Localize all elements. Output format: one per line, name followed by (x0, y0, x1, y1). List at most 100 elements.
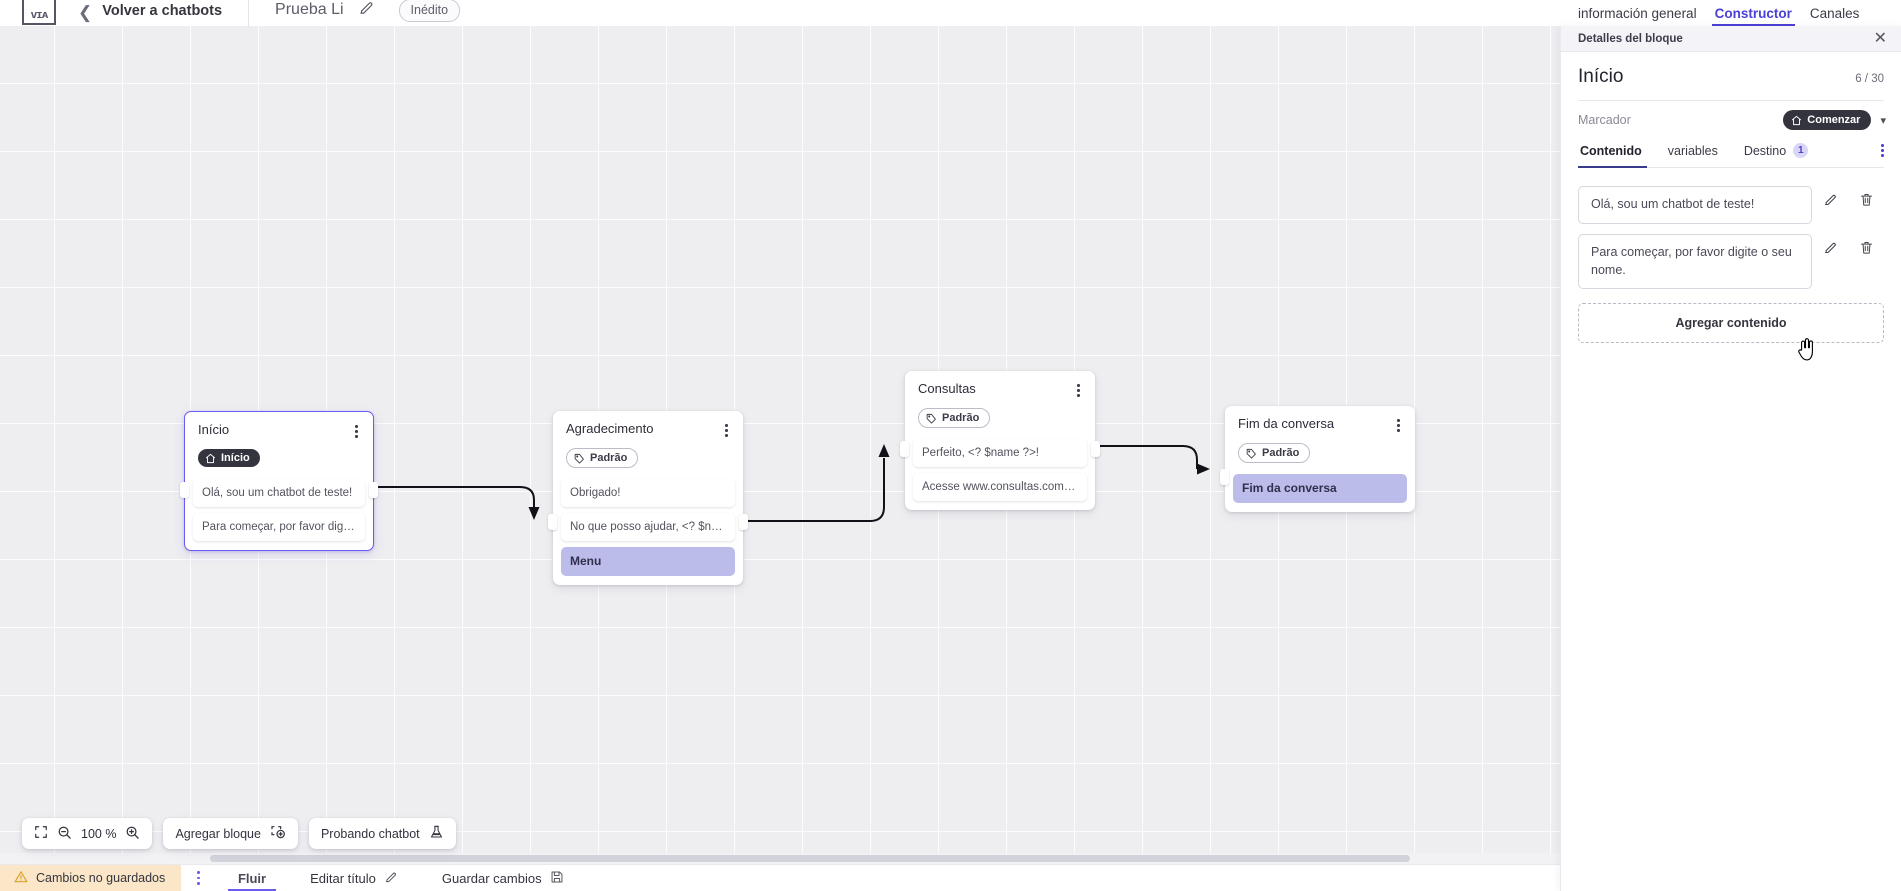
flow-edges (375, 444, 1210, 522)
tab-variables[interactable]: variables (1655, 144, 1731, 167)
status-bar: Cambios no guardados Fluir Editar título… (0, 864, 1561, 891)
edit-title-button[interactable]: Editar título (288, 865, 420, 891)
brand-logo-text: VIA (30, 10, 49, 21)
kebab-menu-icon[interactable] (722, 422, 731, 439)
node-message[interactable]: Obrigado! (561, 478, 735, 507)
chatbot-name: Prueba Li (275, 1, 344, 18)
tab-fluir[interactable]: Fluir (216, 865, 288, 891)
trash-icon[interactable] (1848, 192, 1884, 207)
add-content-button[interactable]: Agregar contenido (1578, 303, 1884, 344)
node-header: Consultas Padrão (905, 371, 1095, 439)
brand-logo-icon[interactable]: VIA (22, 0, 56, 25)
horizontal-scrollbar[interactable] (0, 853, 1561, 864)
canvas-toolbar: 100 % Agregar bloque Probando chatbot (22, 818, 456, 849)
panel-block-title: Início (1578, 66, 1624, 87)
zoom-in-icon[interactable] (125, 825, 140, 843)
status-badge: Inédito (398, 0, 461, 22)
node-badge: Início (198, 449, 260, 468)
tab-destino-label: Destino (1743, 143, 1787, 158)
node-title: Fim da conversa (1238, 416, 1335, 431)
test-chatbot-label: Probando chatbot (320, 826, 420, 841)
pencil-icon[interactable] (1812, 240, 1848, 255)
kebab-menu-icon[interactable] (352, 423, 361, 440)
node-message[interactable]: Para começar, por favor digite o ... (193, 512, 365, 542)
flow-node-inicio[interactable]: Início Início Olá, sou um chatbot de tes… (180, 411, 378, 552)
panel-header-title: Detalles del bloque (1578, 32, 1683, 45)
tab-fluir-label: Fluir (237, 870, 267, 886)
floppy-save-icon (550, 870, 564, 887)
node-message[interactable]: Perfeito, <? $name ?>! (913, 438, 1087, 467)
zoom-out-icon[interactable] (57, 825, 72, 843)
node-header: Fim da conversa Padrão (1225, 406, 1415, 474)
node-message[interactable]: Olá, sou um chatbot de teste! (193, 478, 365, 507)
node-port-out[interactable] (739, 514, 748, 530)
fit-screen-icon[interactable] (34, 825, 48, 842)
back-to-chatbots-link[interactable]: Volver a chatbots (102, 3, 223, 19)
kebab-menu-icon[interactable] (181, 865, 216, 891)
panel-marker-row: Marcador Comenzar ▾ (1561, 101, 1901, 130)
chevron-down-icon[interactable]: ▾ (1880, 114, 1886, 127)
tab-contenido-label: Contenido (1580, 143, 1642, 158)
edge-consultas-fim (1095, 445, 1198, 469)
zoom-controls: 100 % (22, 818, 153, 849)
flow-node-agradecimento[interactable]: Agradecimento Padrão Obrigado! No que po… (548, 411, 748, 586)
node-badge: Padrão (918, 408, 991, 429)
node-menu-item[interactable]: Menu (561, 547, 735, 577)
top-tabs: información general Constructor Canales (1561, 0, 1901, 26)
pencil-icon[interactable] (1812, 192, 1848, 207)
scrollbar-thumb[interactable] (210, 855, 1410, 862)
node-menu-item[interactable]: Fim da conversa (1233, 473, 1407, 503)
marker-value-pill[interactable]: Comenzar (1783, 110, 1872, 130)
edit-title-label: Editar título (310, 870, 376, 886)
close-icon[interactable]: ✕ (1873, 29, 1887, 47)
node-port-in[interactable] (548, 514, 557, 530)
pencil-icon[interactable] (358, 0, 375, 21)
node-badge: Padrão (1238, 443, 1311, 464)
destino-count-badge: 1 (1793, 143, 1809, 158)
node-badge-label: Padrão (942, 412, 980, 425)
tab-informacion-general[interactable]: información general (1578, 5, 1697, 21)
content-item-text[interactable]: Olá, sou um chatbot de teste! (1578, 186, 1812, 224)
panel-content-list: Olá, sou um chatbot de teste! Para começ… (1561, 168, 1901, 344)
flow-node-consultas[interactable]: Consultas Padrão Perfeito, <? $name ?>! … (900, 371, 1100, 511)
block-details-panel: Detalles del bloque ✕ Início 6 / 30 Marc… (1560, 26, 1901, 891)
node-port-out[interactable] (369, 482, 378, 498)
save-changes-label: Guardar cambios (441, 870, 542, 886)
tab-contenido[interactable]: Contenido (1578, 143, 1655, 168)
edge-agradecimento-consultas (744, 458, 885, 522)
node-port-in[interactable] (900, 441, 909, 457)
content-item-text[interactable]: Para começar, por favor digite o seu nom… (1578, 233, 1812, 290)
node-message[interactable]: Acesse www.consultas.com par... (913, 472, 1087, 502)
home-icon (1792, 115, 1802, 125)
add-block-button[interactable]: Agregar bloque (163, 818, 298, 849)
node-port-in[interactable] (180, 482, 189, 498)
zoom-level: 100 % (81, 826, 117, 841)
node-port-out[interactable] (1091, 441, 1100, 457)
chevron-left-icon[interactable]: ❮ (78, 2, 93, 22)
warning-triangle-icon (14, 870, 28, 887)
node-message[interactable]: No que posso ajudar, <? $name ... (561, 512, 735, 542)
tab-variables-label: variables (1667, 143, 1718, 158)
pointer-hand-cursor (1796, 338, 1816, 367)
marker-label: Marcador (1578, 113, 1631, 127)
toolbar-divider (248, 0, 250, 26)
node-title: Consultas (918, 381, 976, 396)
home-icon (205, 453, 216, 463)
flow-node-fim-da-conversa[interactable]: Fim da conversa Padrão Fim da conversa (1220, 406, 1415, 512)
node-body: Fim da conversa (1225, 473, 1415, 512)
node-port-in[interactable] (1220, 469, 1229, 485)
test-chatbot-button[interactable]: Probando chatbot (308, 818, 456, 849)
flow-canvas[interactable]: Início Início Olá, sou um chatbot de tes… (0, 26, 1561, 864)
marker-value-label: Comenzar (1807, 114, 1861, 126)
kebab-menu-icon[interactable] (1881, 143, 1884, 166)
kebab-menu-icon[interactable] (1074, 382, 1083, 399)
save-changes-button[interactable]: Guardar cambios (420, 865, 586, 891)
tab-constructor[interactable]: Constructor (1706, 0, 1801, 26)
node-title: Agradecimento (566, 421, 654, 436)
tab-canales[interactable]: Canales (1809, 5, 1860, 21)
kebab-menu-icon[interactable] (1394, 417, 1403, 434)
tab-destino[interactable]: Destino 1 (1731, 143, 1821, 167)
node-badge: Padrão (566, 448, 639, 469)
trash-icon[interactable] (1848, 240, 1884, 255)
tag-icon (574, 453, 584, 464)
